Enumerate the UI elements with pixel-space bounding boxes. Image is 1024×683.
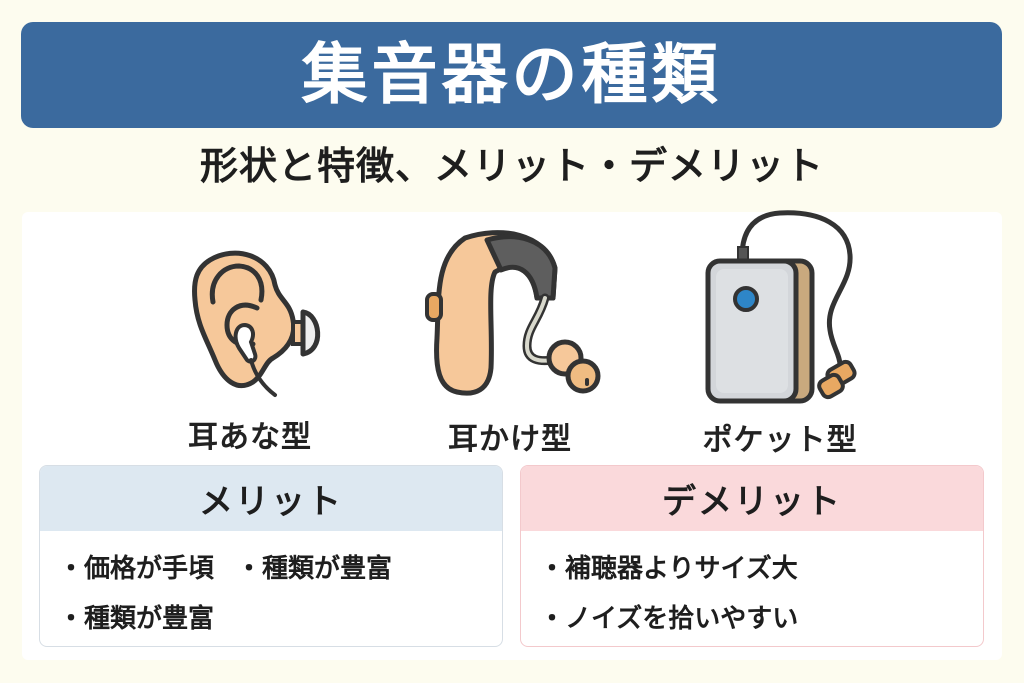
bullet-icon: ・ [236, 553, 263, 584]
list-item: ・補聴器よりサイズ大 [539, 548, 798, 585]
demerit-list: ・補聴器よりサイズ大 ・ノイズを拾いやすい [521, 531, 983, 641]
type-label-pocket: ポケット型 [702, 423, 858, 458]
bullet-icon: ・ [539, 603, 566, 634]
page-subtitle: 形状と特徴、メリット・デメリット [199, 144, 824, 188]
type-behind-the-ear: 耳かけ型 [400, 228, 620, 457]
title-banner: 集音器の種類 [21, 22, 1002, 128]
merit-title: メリット [40, 466, 502, 531]
list-item: ・種類が豊富 [236, 548, 392, 585]
pocket-hearing-aid-icon [705, 210, 857, 404]
merit-list: ・価格が手頃 ・種類が豊富 ・種類が豊富 [40, 531, 502, 641]
list-item: ・ノイズを拾いやすい [539, 598, 798, 635]
bullet-icon: ・ [58, 553, 85, 584]
bullet-icon: ・ [58, 603, 85, 634]
in-ear-hearing-aid-icon [192, 250, 321, 397]
bullet-icon: ・ [539, 553, 566, 584]
demerit-box: デメリット ・補聴器よりサイズ大 ・ノイズを拾いやすい [520, 465, 984, 647]
list-item: ・価格が手頃 [58, 548, 214, 585]
behind-the-ear-hearing-aid-icon [425, 230, 601, 396]
demerit-title: デメリット [521, 466, 983, 531]
type-label-in-ear: 耳あな型 [188, 420, 312, 455]
list-row: ・補聴器よりサイズ大 [539, 541, 983, 591]
page-title: 集音器の種類 [301, 36, 722, 113]
list-item: ・種類が豊富 [58, 598, 214, 635]
list-row: ・種類が豊富 [58, 591, 502, 641]
type-label-behind-the-ear: 耳かけ型 [448, 422, 572, 457]
merit-box: メリット ・価格が手頃 ・種類が豊富 ・種類が豊富 [39, 465, 503, 647]
list-row: ・ノイズを拾いやすい [539, 591, 983, 641]
list-row: ・価格が手頃 ・種類が豊富 [58, 541, 502, 591]
type-pocket: ポケット型 [670, 205, 890, 458]
type-in-ear: 耳あな型 [140, 240, 360, 455]
